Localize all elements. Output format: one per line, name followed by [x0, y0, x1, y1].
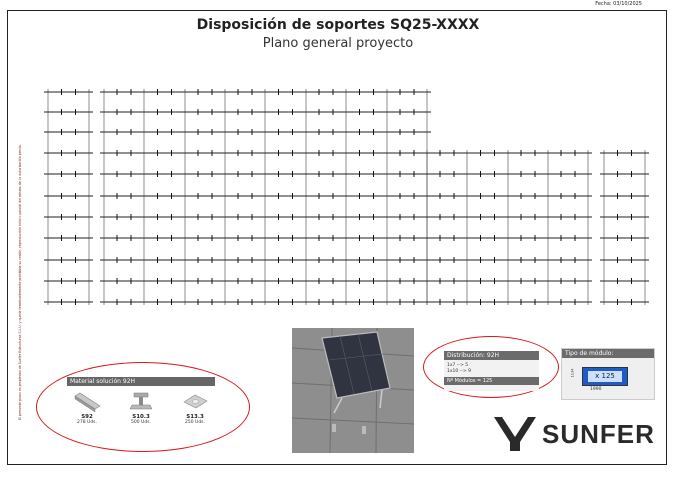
material-panel: Material solución 92H S92 278 Uds. S10.3… [67, 377, 215, 437]
module-width-dim: 1990 [590, 387, 602, 392]
material-qty: 278 Uds. [77, 420, 97, 425]
module-type-panel: Tipo de módulo: x 125 1990 1134 [561, 348, 655, 400]
module-count: Nº Módulos = 125 [444, 377, 539, 385]
distribution-highlight-ring [423, 336, 559, 398]
photo-illustration [292, 328, 414, 453]
material-code: S13.3 [186, 414, 204, 420]
installation-photo [292, 328, 414, 453]
page-title: Disposición de soportes SQ25-XXXX [196, 17, 480, 33]
material-item-s92: S92 278 Uds. [67, 390, 107, 425]
distribution-panel: Distribución: 92H 1x7 --> 5 1x10 --> 9 N… [444, 351, 539, 391]
material-item-s13-3: S13.3 250 Uds. [175, 390, 215, 425]
material-code: S92 [81, 414, 93, 420]
material-qty: 250 Uds. [185, 420, 205, 425]
material-items: S92 278 Uds. S10.3 500 Uds. S13.3 250 Ud… [67, 390, 215, 425]
module-height-dim: 1134 [570, 368, 575, 378]
material-qty: 500 Uds. [131, 420, 151, 425]
sunfer-logo-text: SUNFER [542, 418, 655, 449]
distribution-line-1x7: 1x7 --> 5 [447, 363, 469, 368]
module-type-title: Tipo de módulo: [562, 349, 654, 358]
sunfer-logo-mark [494, 417, 536, 451]
material-title: Material solución 92H [67, 377, 215, 386]
material-item-s10-3: S10.3 500 Uds. [121, 390, 161, 425]
distribution-title: Distribución: 92H [444, 351, 539, 360]
plate-icon [183, 394, 208, 409]
rail-profile-icon [74, 392, 101, 413]
material-code: S10.3 [132, 414, 150, 420]
material-highlight-ring [36, 362, 250, 452]
page-subtitle: Plano general proyecto [262, 36, 414, 51]
drawing-frame [7, 10, 667, 465]
distribution-line-1x10: 1x10 --> 9 [447, 369, 471, 374]
date-label: Fecha: 03/10/2025 [595, 1, 642, 7]
module-icon: x 125 [582, 367, 628, 386]
module-count-label: x 125 [588, 371, 622, 382]
clamp-bracket-icon [129, 392, 153, 410]
module-layout-plan [44, 89, 649, 305]
sunfer-logo: SUNFER [492, 414, 662, 454]
